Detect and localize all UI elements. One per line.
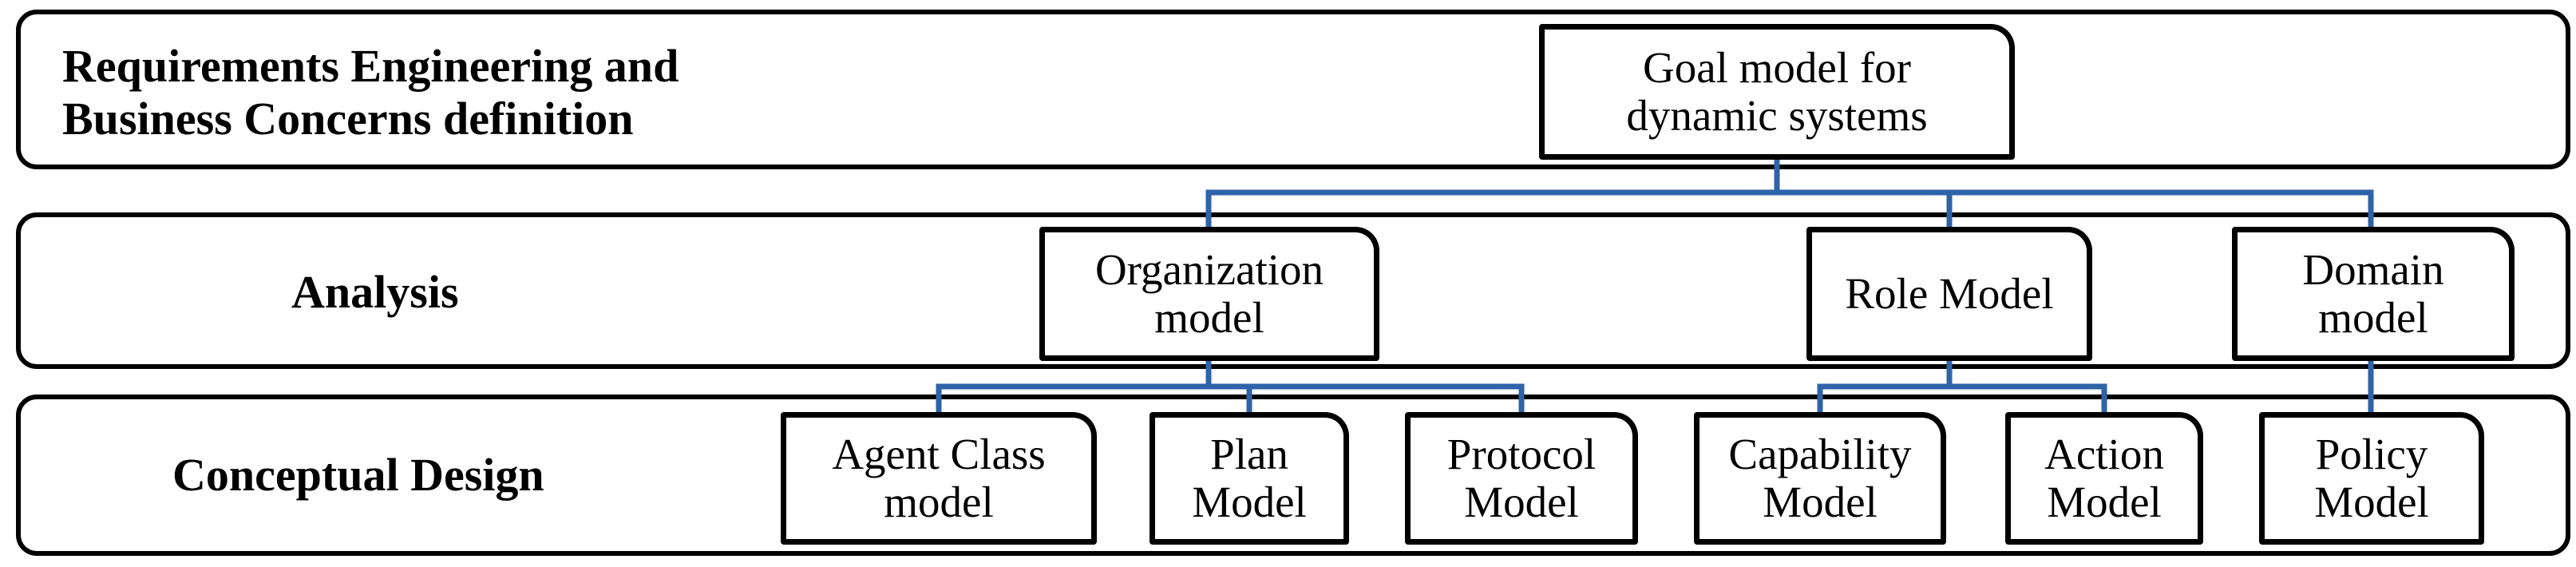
goal-model-node: Goal model for dynamic systems xyxy=(1539,24,2015,160)
conceptual-design-title: Conceptual Design xyxy=(172,449,544,501)
plan-model-line1: Plan xyxy=(1210,430,1288,478)
policy-model-node: Policy Model xyxy=(2259,412,2484,545)
organization-model-node: Organization model xyxy=(1039,227,1379,361)
role-model-node: Role Model xyxy=(1806,227,2092,361)
domain-model-node: Domain model xyxy=(2232,227,2515,361)
organization-model-line2: model xyxy=(1154,293,1264,342)
role-model-line1: Role Model xyxy=(1845,269,2054,318)
conceptual-design-layer-title: Conceptual Design xyxy=(172,449,544,502)
policy-model-line2: Model xyxy=(2314,478,2429,526)
analysis-layer-title: Analysis xyxy=(291,266,459,319)
agent-class-model-node: Agent Class model xyxy=(781,412,1097,545)
policy-model-line1: Policy xyxy=(2315,430,2428,478)
goal-model-line1: Goal model for xyxy=(1642,43,1911,92)
action-model-line1: Action xyxy=(2044,430,2164,478)
plan-model-node: Plan Model xyxy=(1150,412,1349,545)
protocol-model-node: Protocol Model xyxy=(1405,412,1638,545)
requirements-title-line1: Requirements Engineering and xyxy=(62,40,679,92)
action-model-node: Action Model xyxy=(2005,412,2203,545)
capability-model-node: Capability Model xyxy=(1694,412,1946,545)
analysis-title: Analysis xyxy=(291,266,459,318)
organization-model-line1: Organization xyxy=(1094,245,1324,294)
protocol-model-line1: Protocol xyxy=(1446,430,1597,478)
capability-model-line1: Capability xyxy=(1728,430,1912,478)
requirements-title-line2: Business Concerns definition xyxy=(62,93,634,145)
capability-model-line2: Model xyxy=(1763,478,1878,526)
action-model-line2: Model xyxy=(2047,478,2162,526)
protocol-model-line2: Model xyxy=(1464,478,1579,526)
goal-model-line2: dynamic systems xyxy=(1626,91,1928,140)
agent-class-model-line2: model xyxy=(884,478,994,526)
plan-model-line2: Model xyxy=(1192,478,1307,526)
requirements-layer xyxy=(16,10,2570,169)
domain-model-line2: model xyxy=(2318,293,2428,342)
agent-class-model-line1: Agent Class xyxy=(832,430,1046,478)
domain-model-line1: Domain xyxy=(2302,245,2444,294)
requirements-layer-title: Requirements Engineering and Business Co… xyxy=(62,40,679,145)
